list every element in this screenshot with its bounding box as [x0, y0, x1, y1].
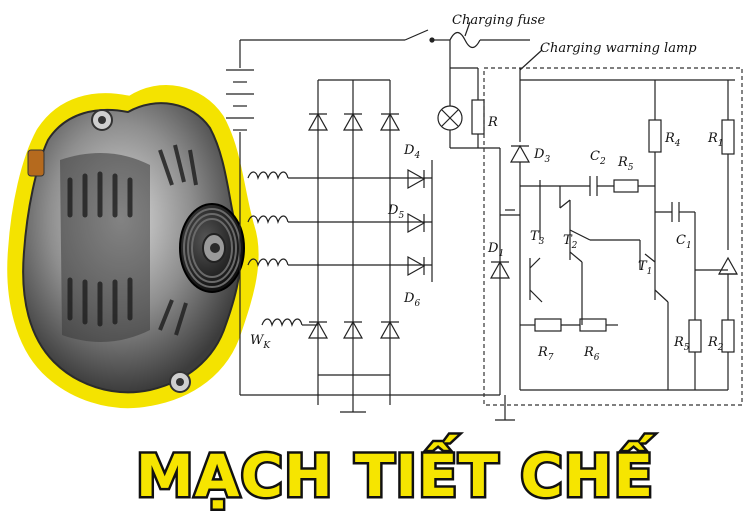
label-charging-warning-lamp: Charging warning lamp [540, 41, 697, 56]
svg-text:WK: WK [250, 333, 271, 351]
label-r5-bottom-sub: 5 [684, 343, 690, 353]
label-c1-sub: 1 [686, 241, 692, 251]
svg-text:T1: T1 [638, 259, 652, 277]
label-c2: C [590, 149, 600, 164]
svg-text:R5: R5 [673, 335, 690, 353]
svg-text:D5: D5 [387, 203, 404, 221]
label-wk-sub: K [262, 341, 271, 351]
svg-text:C2: C2 [590, 149, 606, 167]
label-t1-sub: 1 [647, 267, 653, 277]
label-r7: R [537, 345, 548, 360]
label-d4-sub: 4 [413, 151, 420, 161]
svg-text:R1: R1 [707, 131, 724, 149]
lower-diodes [307, 320, 401, 339]
label-d3: D [533, 147, 545, 162]
label-r7-sub: 7 [548, 353, 554, 363]
svg-text:C1: C1 [676, 233, 692, 251]
label-r6-sub: 6 [594, 353, 600, 363]
charging-fuse-symbol [449, 31, 481, 49]
label-d5-sub: 5 [398, 211, 404, 221]
label-t2: T [563, 233, 573, 248]
svg-text:D3: D3 [533, 147, 550, 165]
label-r5-top-sub: 5 [628, 163, 634, 173]
svg-text:T2: T2 [563, 233, 578, 251]
label-wk: W [250, 333, 265, 348]
rectifier-bridge [317, 79, 391, 413]
svg-text:R2: R2 [707, 335, 724, 353]
label-d1-sub: 1 [498, 249, 504, 259]
label-r6: R [583, 345, 594, 360]
label-d3-sub: 3 [544, 155, 550, 165]
label-c2-sub: 2 [599, 157, 606, 167]
label-r2: R [707, 335, 718, 350]
alternator-icon [7, 85, 259, 409]
svg-text:R4: R4 [664, 131, 681, 149]
circuit-labels: Charging fuse Charging warning lamp R D4… [250, 13, 724, 363]
label-charging-fuse: Charging fuse [452, 13, 545, 28]
svg-text:T3: T3 [530, 229, 545, 247]
label-t1: T [638, 259, 648, 274]
exciter-diodes [407, 160, 433, 282]
label-d6-sub: 6 [414, 299, 420, 309]
svg-text:D1: D1 [487, 241, 504, 259]
label-c1: C [676, 233, 686, 248]
label-r4: R [664, 131, 675, 146]
label-r4-sub: 4 [674, 139, 681, 149]
warning-lamp [437, 67, 500, 149]
svg-text:R6: R6 [583, 345, 600, 363]
stator-windings [239, 171, 500, 396]
label-d6: D [403, 291, 415, 306]
regulator-internals [489, 68, 739, 421]
battery-symbol [226, 40, 254, 175]
ignition-switch [404, 29, 435, 43]
label-d1: D [487, 241, 499, 256]
label-d4: D [403, 143, 415, 158]
banner-title: MẠCH TIẾT CHẾ [136, 434, 654, 510]
label-d5: D [387, 203, 399, 218]
svg-text:D6: D6 [403, 291, 420, 309]
label-r1-sub: 1 [718, 139, 724, 149]
svg-text:R5: R5 [617, 155, 634, 173]
label-t3-sub: 3 [539, 237, 545, 247]
label-r5-bottom: R [673, 335, 684, 350]
svg-text:R7: R7 [537, 345, 554, 363]
label-r2-sub: 2 [717, 343, 724, 353]
label-r5-top: R [617, 155, 628, 170]
label-t3: T [530, 229, 540, 244]
upper-diodes [307, 112, 401, 131]
circuit-diagram [226, 21, 743, 421]
label-r1: R [707, 131, 718, 146]
regulator-box [483, 67, 743, 406]
label-lamp-resistor: R [487, 115, 498, 130]
svg-text:D4: D4 [403, 143, 420, 161]
label-t2-sub: 2 [571, 241, 578, 251]
